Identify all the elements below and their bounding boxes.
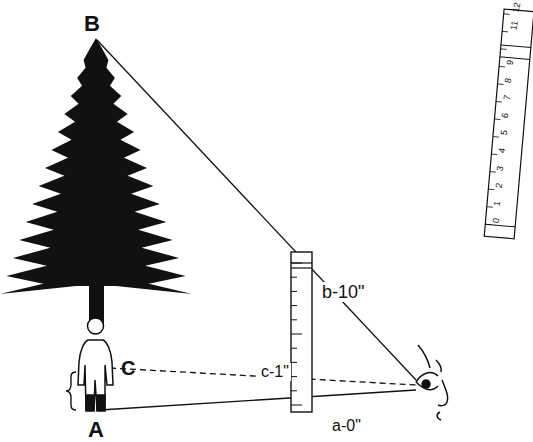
ruler-tick [494, 119, 500, 121]
ruler-number: 1 [493, 200, 503, 207]
height-bracket [66, 372, 76, 410]
ruler-tick [502, 31, 508, 33]
ruler-tick [493, 136, 499, 138]
ruler-number: 12 [512, 2, 523, 13]
ruler-tick [490, 171, 496, 173]
ruler-tick [291, 263, 302, 264]
person-figure [78, 318, 113, 411]
ruler-tick [498, 83, 504, 85]
ruler-tick [496, 101, 502, 103]
ruler-tick [291, 405, 302, 406]
reference-ruler [484, 9, 533, 239]
ruler-tick [291, 305, 297, 306]
ruler-number: 3 [496, 165, 506, 172]
ruler-tick [485, 224, 491, 226]
ruler-tick [499, 66, 505, 68]
point-label: A [88, 419, 104, 441]
sight-line-base [100, 390, 416, 410]
observer-eye [416, 345, 448, 420]
dimension-label: b-10" [320, 282, 366, 302]
ruler-tick [291, 376, 297, 377]
ruler-tick [491, 154, 497, 156]
ruler-tick [291, 334, 302, 335]
tree-silhouette [0, 38, 192, 294]
ruler-tick [504, 13, 510, 15]
ruler-tick [291, 319, 297, 320]
ruler-tick [291, 362, 297, 363]
ruler-tick [291, 348, 297, 349]
sight-line-top [97, 40, 416, 380]
point-label: C [121, 358, 135, 378]
ruler-number: 8 [504, 77, 514, 84]
ruler-tick [291, 291, 297, 292]
measuring-stick [291, 252, 312, 412]
dimension-label: c-1" [259, 363, 291, 381]
dimension-label: a-0" [330, 417, 363, 435]
ruler-tick [488, 189, 494, 191]
ruler-tick [291, 277, 297, 278]
ruler-tick [291, 390, 297, 391]
ruler-tick [487, 206, 493, 208]
ruler-tick [501, 48, 507, 50]
point-label: B [84, 13, 100, 35]
